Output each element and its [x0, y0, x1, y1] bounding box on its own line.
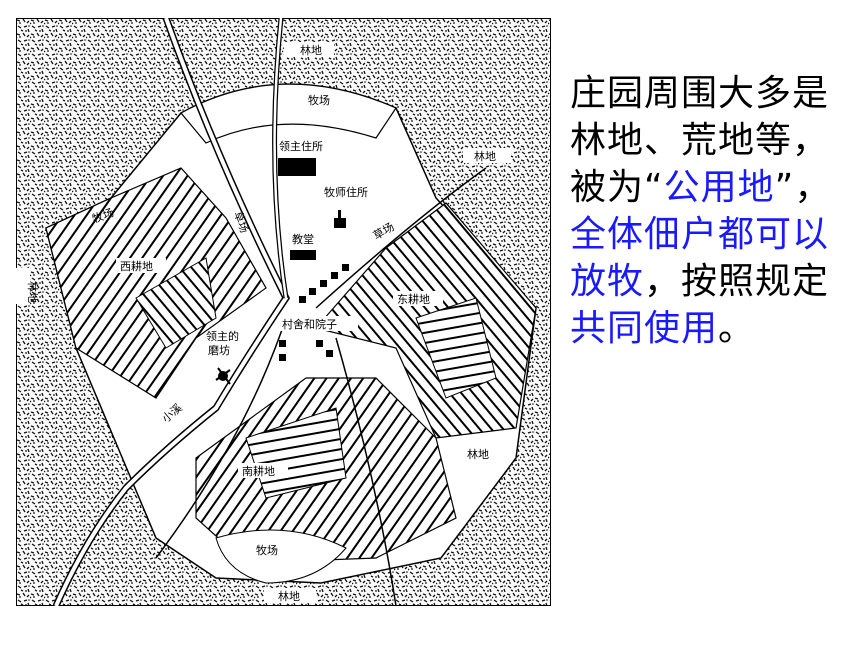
label-south-field: 南耕地 [242, 464, 275, 478]
top-pasture [180, 83, 397, 144]
label-village: 村舍和院子 [282, 317, 337, 331]
label-forest-bottom: 林地 [278, 589, 300, 603]
label-priest-residence: 牧师住所 [324, 185, 368, 199]
label-lord-mill: 领主的 [206, 329, 239, 343]
text-common-land: 公用地 [663, 167, 775, 208]
road-east [315, 167, 487, 309]
lord-residence-building [278, 158, 316, 176]
text-seg1: 庄园周围大多是林地、荒地等，被为“ [570, 73, 830, 208]
priest-residence-icon [334, 210, 346, 228]
text-tenants-graze: 全体佃户都可以放牧 [570, 214, 830, 302]
label-forest-right-lower: 林地 [467, 447, 489, 461]
west-field-block [135, 257, 217, 349]
text-seg3: ”， [774, 167, 832, 208]
mill-icon [215, 367, 231, 385]
label-forest-top: 林地 [300, 43, 322, 57]
label-lord-mill-2: 磨坊 [208, 343, 230, 357]
label-pasture-top: 牧场 [308, 93, 330, 107]
east-field-block [415, 297, 497, 399]
text-shared-use: 共同使用 [570, 308, 719, 349]
label-east-field: 东耕地 [397, 292, 430, 306]
text-seg5: ，按照规定 [644, 261, 830, 302]
label-west-field: 西耕地 [120, 259, 153, 273]
label-forest-right-upper: 林地 [474, 149, 496, 163]
label-church: 教堂 [292, 233, 314, 246]
label-forest-left: 林地 [26, 281, 40, 303]
west-field [45, 167, 267, 399]
label-pasture-bottom: 牧场 [256, 543, 278, 557]
road-south-west [155, 317, 287, 559]
bottom-pasture [215, 529, 347, 584]
church-building [290, 250, 316, 260]
road-south [335, 337, 397, 606]
village-houses [279, 264, 349, 361]
explanation-text: 庄园周围大多是林地、荒地等，被为“公用地”， 全体佃户都可以放牧，按照规定共同使用… [570, 70, 845, 352]
manor-map: 林地 林地 林地 林地 林地 牧场 牧场 牧场 草场 草场 领主住所 牧师住所 … [16, 18, 551, 606]
label-lord-residence: 领主住所 [279, 139, 323, 153]
text-seg7: 。 [718, 308, 756, 349]
